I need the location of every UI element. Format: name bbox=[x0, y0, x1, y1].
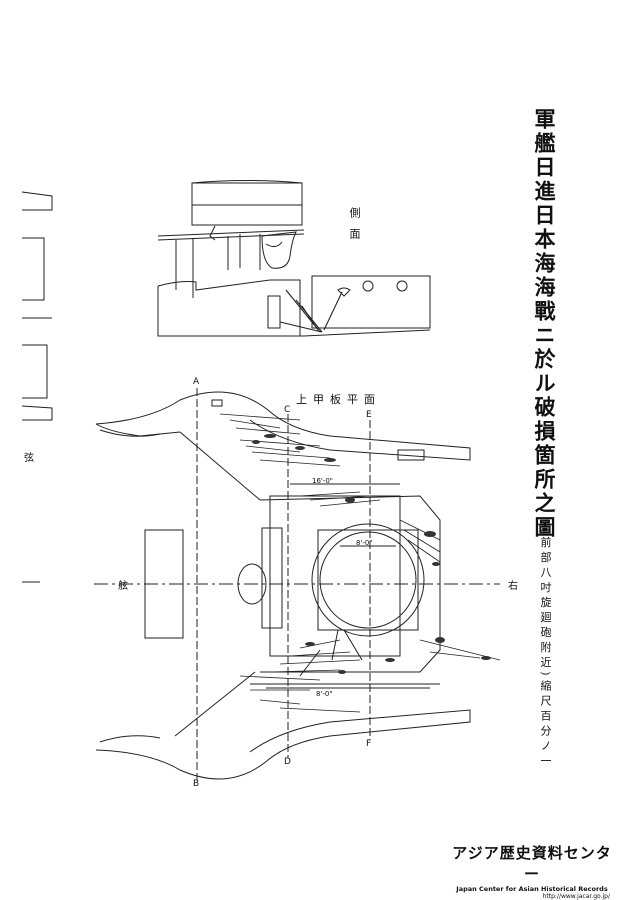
left-edge-char: 弦 bbox=[24, 453, 34, 464]
section-mark-f: F bbox=[366, 739, 372, 749]
damage-hatching bbox=[219, 413, 501, 713]
section-mark-a: A bbox=[193, 377, 200, 387]
ship-damage-drawing bbox=[21, 180, 501, 780]
starboard-label: 右 bbox=[508, 581, 518, 592]
dimension-bottom: 8'-0" bbox=[316, 690, 333, 698]
drawing-subtitle: (前部八吋旋廻砲附近)縮尺百分ノ一 bbox=[539, 528, 552, 770]
plan-shell-paths bbox=[299, 629, 363, 677]
damage-blobs bbox=[252, 434, 491, 674]
watermark-main: アジア歴史資料センター bbox=[452, 844, 612, 883]
side-shell-paths bbox=[279, 289, 343, 333]
side-elevation-view bbox=[157, 180, 431, 337]
section-mark-e: E bbox=[366, 410, 372, 420]
dimension-top: 16'-0" bbox=[312, 477, 334, 485]
left-margin-fragments bbox=[21, 191, 53, 583]
upper-deck-plan-view bbox=[94, 388, 500, 780]
drawing-title: 軍艦日進日本海海戰ニ於ル破損箇所之圖 bbox=[532, 108, 557, 540]
port-label: 舷 bbox=[118, 581, 128, 592]
section-mark-b: B bbox=[193, 779, 200, 789]
side-view-label: 側面 bbox=[348, 207, 361, 249]
plan-view-label: 上甲板平面 bbox=[296, 393, 381, 406]
section-mark-c: C bbox=[284, 405, 291, 415]
watermark-url: http://www.jacar.go.jp/ bbox=[542, 893, 610, 900]
section-mark-d: D bbox=[284, 757, 291, 767]
watermark-english: Japan Center for Asian Historical Record… bbox=[456, 885, 608, 893]
dimension-inner: 8'-0" bbox=[356, 539, 373, 547]
jacar-watermark: アジア歴史資料センター Japan Center for Asian Histo… bbox=[448, 842, 616, 900]
